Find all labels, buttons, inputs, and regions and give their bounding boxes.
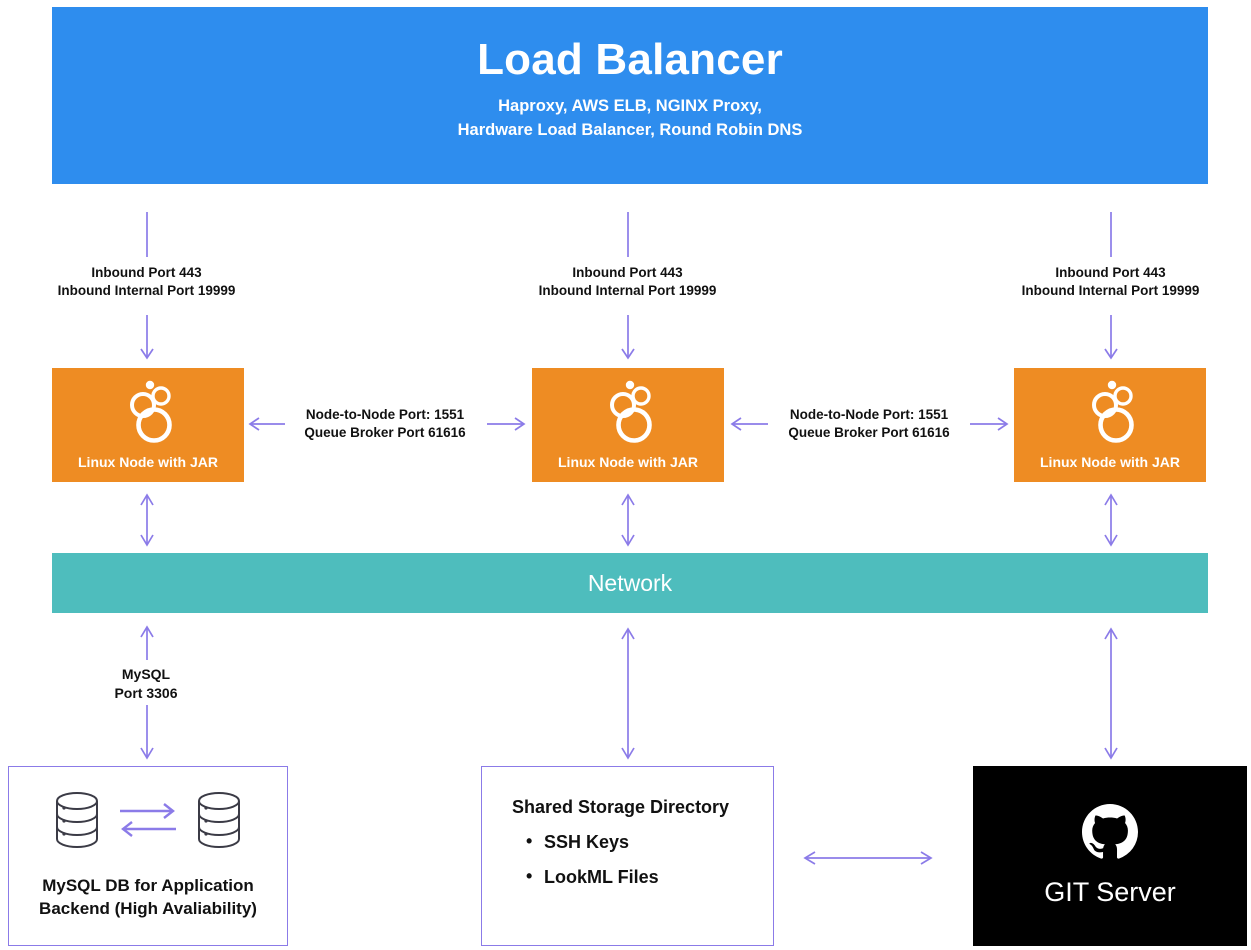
load-balancer-block: Load Balancer Haproxy, AWS ELB, NGINX Pr… (52, 7, 1208, 184)
arrowhead-storage-git-left (803, 851, 816, 865)
inbound-label-node2-line2: Inbound Internal Port 19999 (538, 283, 717, 299)
list-item: SSH Keys (526, 831, 773, 853)
arrowhead-node1-network-down (140, 534, 154, 547)
arrowhead-node2-node3-right (997, 417, 1009, 431)
arrowhead-node2-network-down (621, 534, 635, 547)
network-label: Network (587, 569, 673, 596)
arrowhead-node3-network-up (1104, 493, 1118, 506)
arrowhead-network-git-down (1104, 747, 1118, 760)
linux-node-3: Linux Node with JAR (1014, 368, 1206, 482)
arrowhead-network-storage-down (621, 747, 635, 760)
inbound-label-node3-line1: Inbound Port 443 (1055, 265, 1166, 280)
arrowhead-network-storage-up (621, 627, 635, 640)
node-to-node-label-1-line2: Queue Broker Port 61616 (304, 425, 466, 441)
inbound-label-node2: Inbound Port 443 Inbound Internal Port 1… (505, 264, 750, 300)
load-balancer-subtitle-line2: Hardware Load Balancer, Round Robin DNS (457, 120, 803, 139)
mysql-db-caption-line1: MySQL DB for Application (42, 876, 254, 896)
mysql-link-label: MySQL Port 3306 (96, 665, 196, 703)
arrowhead-network-db-down (140, 747, 154, 760)
linux-node-2-label: Linux Node with JAR (558, 454, 698, 470)
linux-node-2: Linux Node with JAR (532, 368, 724, 482)
arrowhead-node1-node2-left (248, 417, 260, 431)
arrowhead-node1-network-up (140, 493, 154, 506)
inbound-label-node1: Inbound Port 443 Inbound Internal Port 1… (24, 264, 269, 300)
node-to-node-label-2-line1: Node-to-Node Port: 1551 (789, 407, 949, 422)
inbound-label-node1-line2: Inbound Internal Port 19999 (57, 283, 236, 299)
load-balancer-subtitle-line1: Haproxy, AWS ELB, NGINX Proxy, (498, 96, 762, 115)
shared-storage-list: SSH Keys LookML Files (512, 831, 773, 888)
shared-storage-title: Shared Storage Directory (512, 797, 730, 817)
network-block: Network (52, 553, 1208, 613)
looker-logo-icon (599, 375, 657, 452)
node-to-node-label-2-line2: Queue Broker Port 61616 (788, 425, 950, 441)
inbound-label-node1-line1: Inbound Port 443 (91, 265, 202, 280)
arrowhead-node2-node3-left (730, 417, 742, 431)
node-to-node-label-1-line1: Node-to-Node Port: 1551 (305, 407, 465, 422)
git-server-box: GIT Server (973, 766, 1247, 946)
shared-storage-box: Shared Storage Directory SSH Keys LookML… (481, 766, 774, 946)
mysql-db-caption-line2: Backend (High Avaliability) (39, 899, 257, 919)
git-server-label: GIT Server (1044, 877, 1176, 907)
github-octocat-icon (1082, 804, 1138, 865)
inbound-label-node3: Inbound Port 443 Inbound Internal Port 1… (988, 264, 1233, 300)
linux-node-1: Linux Node with JAR (52, 368, 244, 482)
arrowhead-network-git-up (1104, 627, 1118, 640)
looker-logo-icon (119, 375, 177, 452)
list-item: LookML Files (526, 866, 773, 888)
load-balancer-subtitle: Haproxy, AWS ELB, NGINX Proxy, Hardware … (458, 95, 803, 143)
node-to-node-label-2: Node-to-Node Port: 1551 Queue Broker Por… (769, 406, 969, 442)
mysql-db-box: MySQL DB for Application Backend (High A… (8, 766, 288, 946)
db-replication-arrows-icon (117, 795, 179, 850)
database-cylinder-icon (53, 790, 101, 855)
arrowhead-lb-node3 (1104, 348, 1118, 360)
db-icon-pair (9, 791, 287, 853)
arrowhead-node2-network-up (621, 493, 635, 506)
looker-logo-icon (1081, 375, 1139, 452)
linux-node-1-label: Linux Node with JAR (78, 454, 218, 470)
arrowhead-lb-node1 (140, 348, 154, 360)
database-cylinder-icon (195, 790, 243, 855)
inbound-label-node3-line2: Inbound Internal Port 19999 (1021, 283, 1200, 299)
mysql-db-caption: MySQL DB for Application Backend (High A… (9, 875, 287, 921)
arrowhead-network-db-up (140, 625, 154, 638)
load-balancer-title: Load Balancer (477, 35, 783, 84)
inbound-label-node2-line1: Inbound Port 443 (572, 265, 683, 280)
mysql-link-label-line2: Port 3306 (114, 684, 178, 701)
node-to-node-label-1: Node-to-Node Port: 1551 Queue Broker Por… (285, 406, 485, 442)
mysql-link-label-line1: MySQL (121, 666, 171, 682)
arrowhead-storage-git-right (920, 851, 933, 865)
linux-node-3-label: Linux Node with JAR (1040, 454, 1180, 470)
arrowhead-lb-node2 (621, 348, 635, 360)
arrowhead-node3-network-down (1104, 534, 1118, 547)
arrowhead-node1-node2-right (514, 417, 526, 431)
